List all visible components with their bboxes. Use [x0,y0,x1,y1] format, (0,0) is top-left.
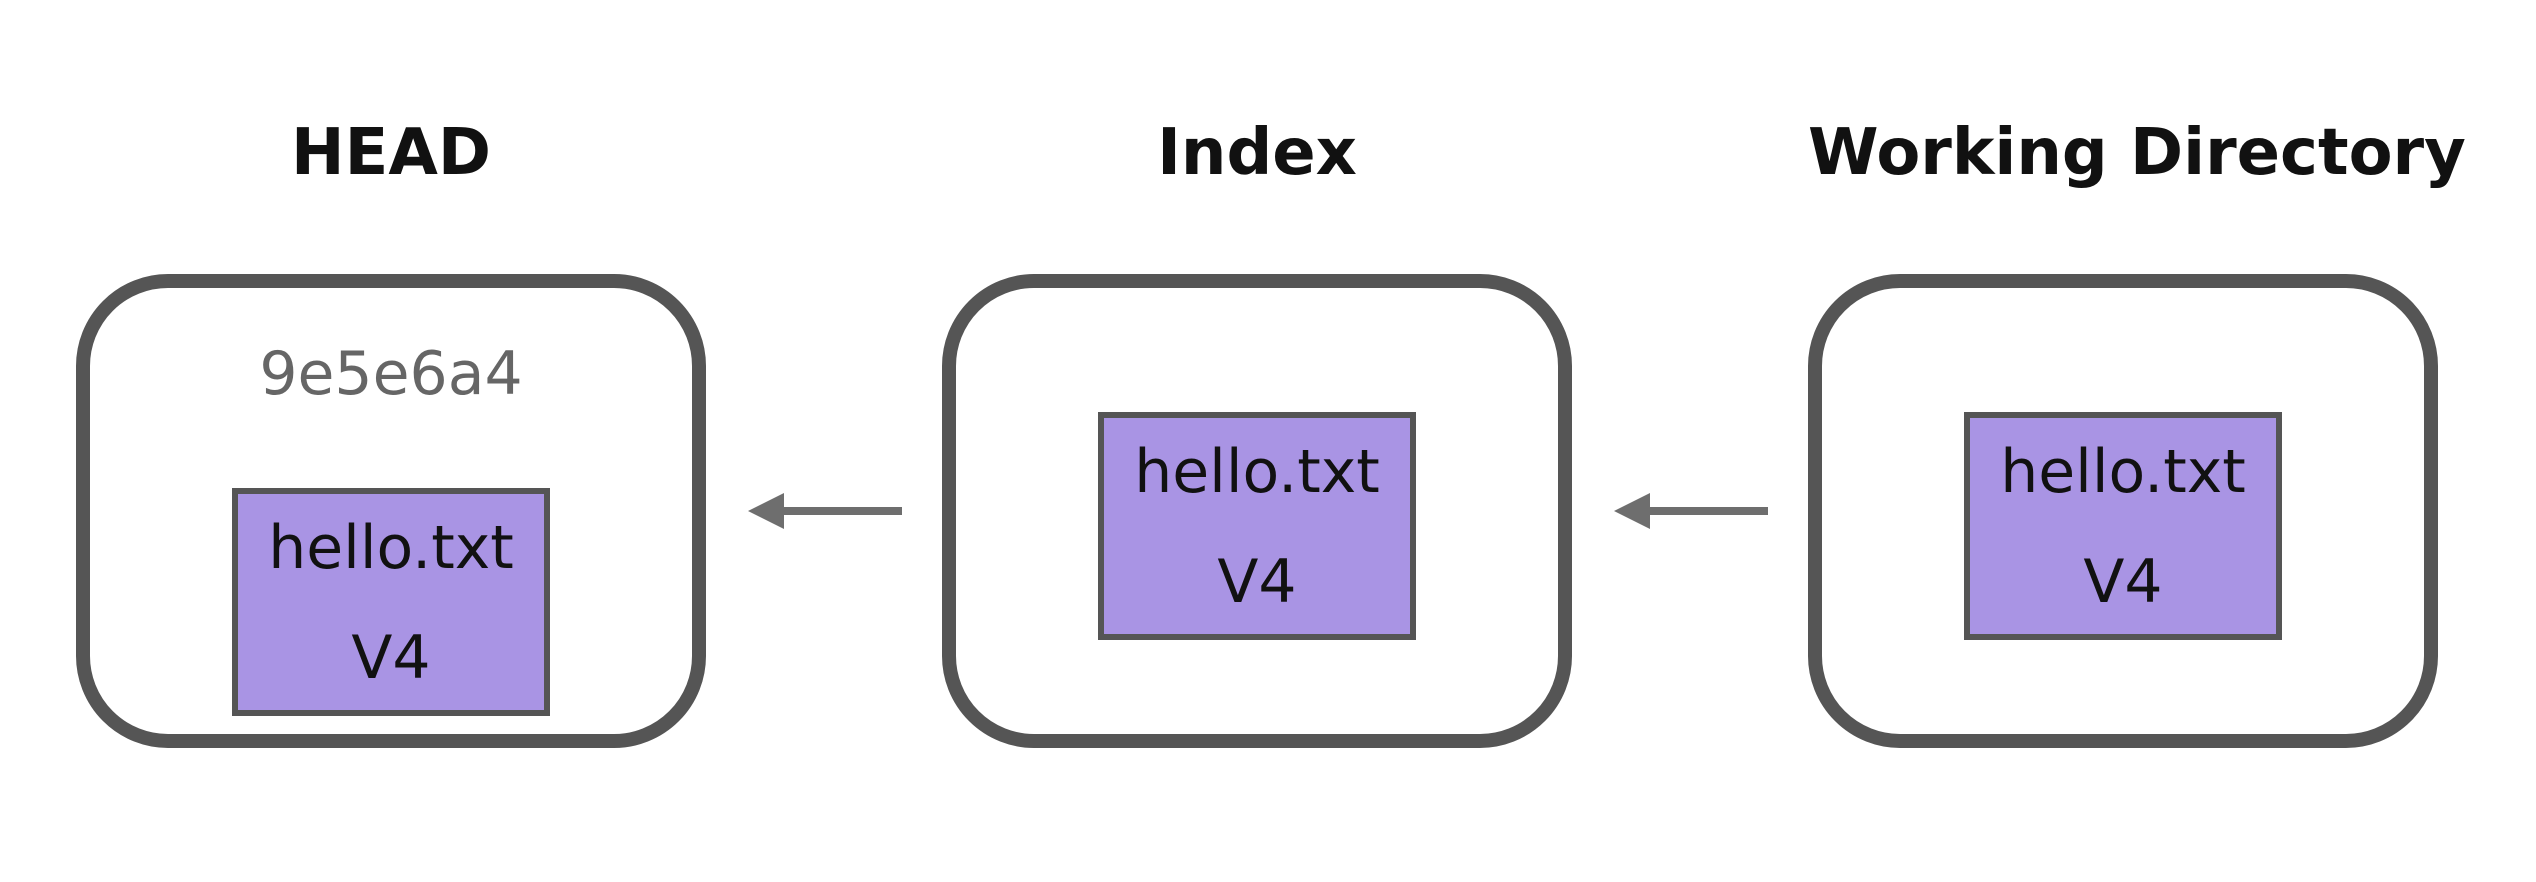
file-version: V4 [351,623,431,693]
head-title: HEAD [291,116,491,190]
file-name: hello.txt [1134,437,1380,507]
file-name: hello.txt [268,513,514,583]
arrow-working-directory-to-index-icon [1614,493,1768,529]
working-directory-area: hello.txt V4 [1808,274,2438,748]
file-version: V4 [1217,547,1297,617]
head-area: 9e5e6a4 hello.txt V4 [76,274,706,748]
index-area: hello.txt V4 [942,274,1572,748]
file-version: V4 [2083,547,2163,617]
working-directory-file: hello.txt V4 [1964,412,2282,640]
file-name: hello.txt [2000,437,2246,507]
head-file: hello.txt V4 [232,488,550,716]
index-file: hello.txt V4 [1098,412,1416,640]
commit-hash: 9e5e6a4 [259,339,523,409]
working-directory-title: Working Directory [1808,116,2466,190]
index-title: Index [1157,116,1357,190]
arrow-index-to-head-icon [748,493,902,529]
